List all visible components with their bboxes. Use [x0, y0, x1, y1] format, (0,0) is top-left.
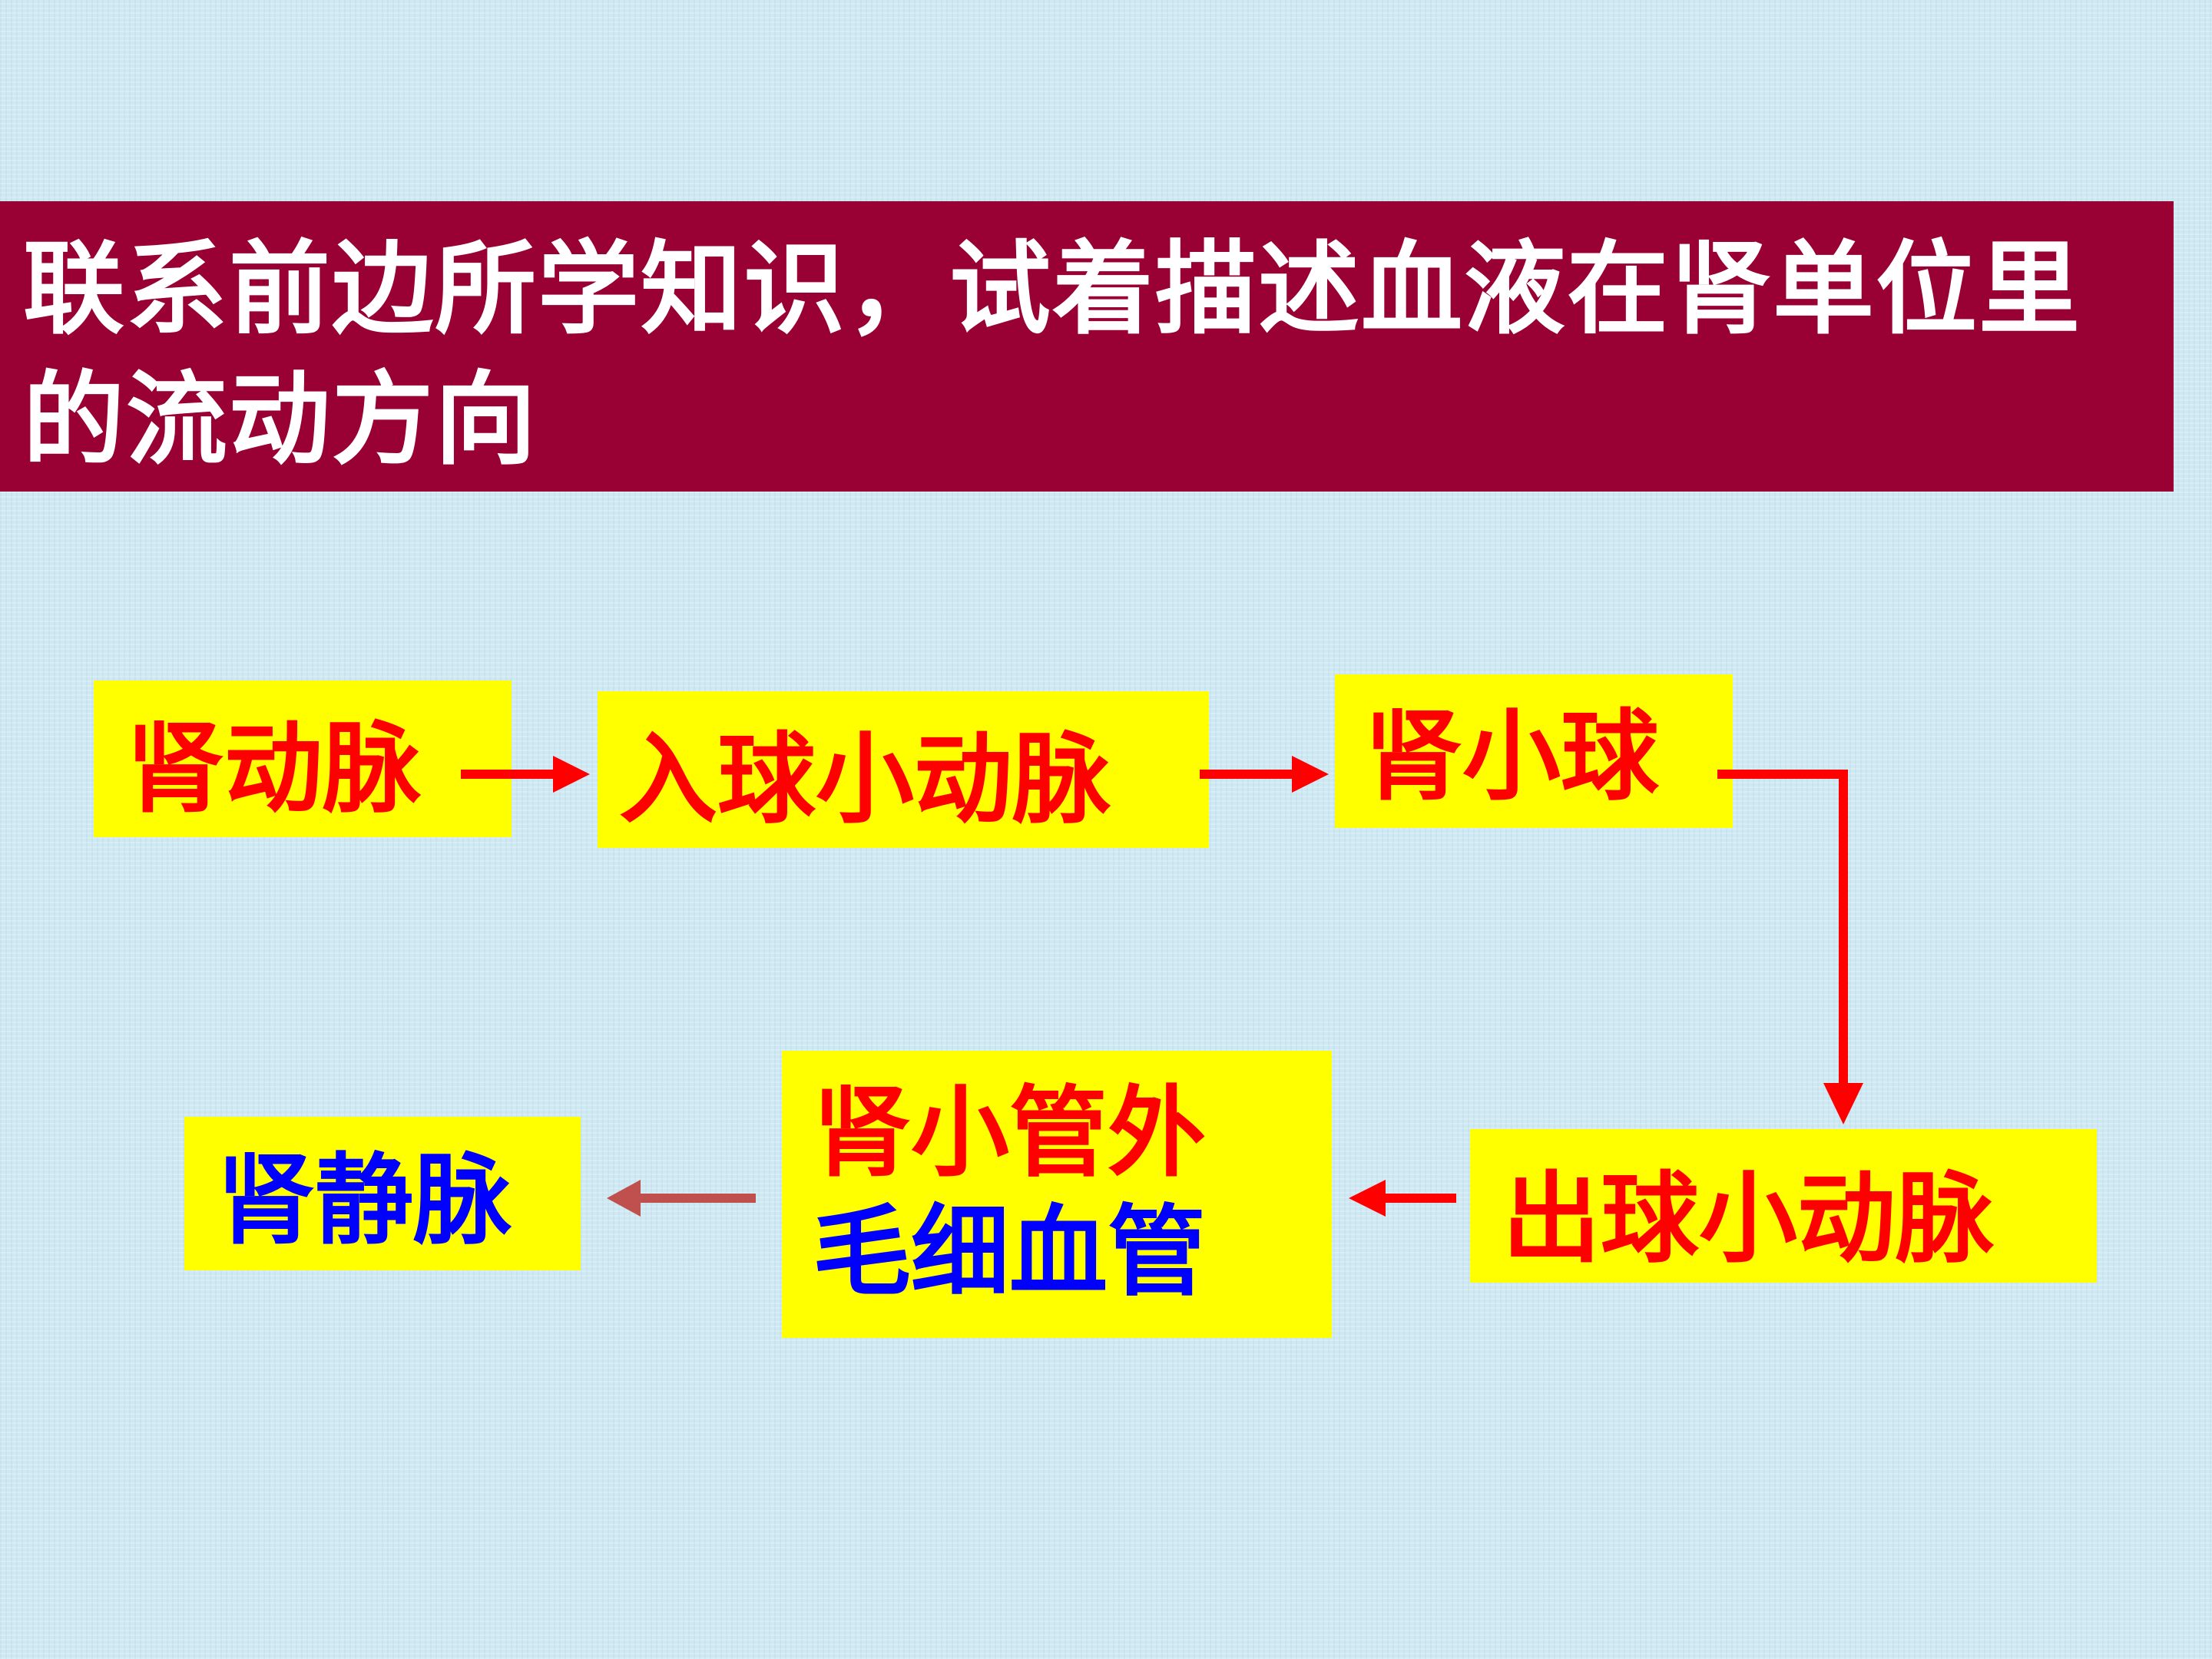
node-afferent-arteriole: 入球小动脉 [598, 691, 1209, 848]
arrow-capillary-to-renal-vein [607, 1180, 756, 1217]
arrow-efferent-to-capillary [1349, 1180, 1456, 1217]
node-renal-artery: 肾动脉 [94, 680, 512, 837]
node-efferent-arteriole: 出球小动脉 [1470, 1129, 2097, 1283]
arrow-afferent-to-glomerulus [1200, 756, 1329, 793]
arrow-glomerulus-to-efferent [1717, 770, 1863, 1124]
page-title: 联系前边所学知识，试着描述血液在肾单位里的流动方向 [0, 201, 2174, 492]
node-efferent-arteriole-label: 出球小动脉 [1502, 1161, 1995, 1277]
node-peritubular-capillary-line2: 毛细血管 [813, 1194, 1207, 1310]
node-peritubular-capillary: 肾小管外 毛细血管 [782, 1051, 1332, 1338]
node-renal-vein-label: 肾静脉 [217, 1143, 512, 1258]
node-renal-artery-label: 肾动脉 [126, 711, 422, 826]
node-glomerulus-label: 肾小球 [1364, 699, 1660, 814]
arrow-renal-artery-to-afferent [461, 756, 590, 793]
node-glomerulus: 肾小球 [1335, 674, 1733, 828]
node-renal-vein: 肾静脉 [184, 1117, 581, 1270]
node-afferent-arteriole-label: 入球小动脉 [619, 722, 1111, 837]
node-peritubular-capillary-line1: 肾小管外 [813, 1075, 1207, 1190]
